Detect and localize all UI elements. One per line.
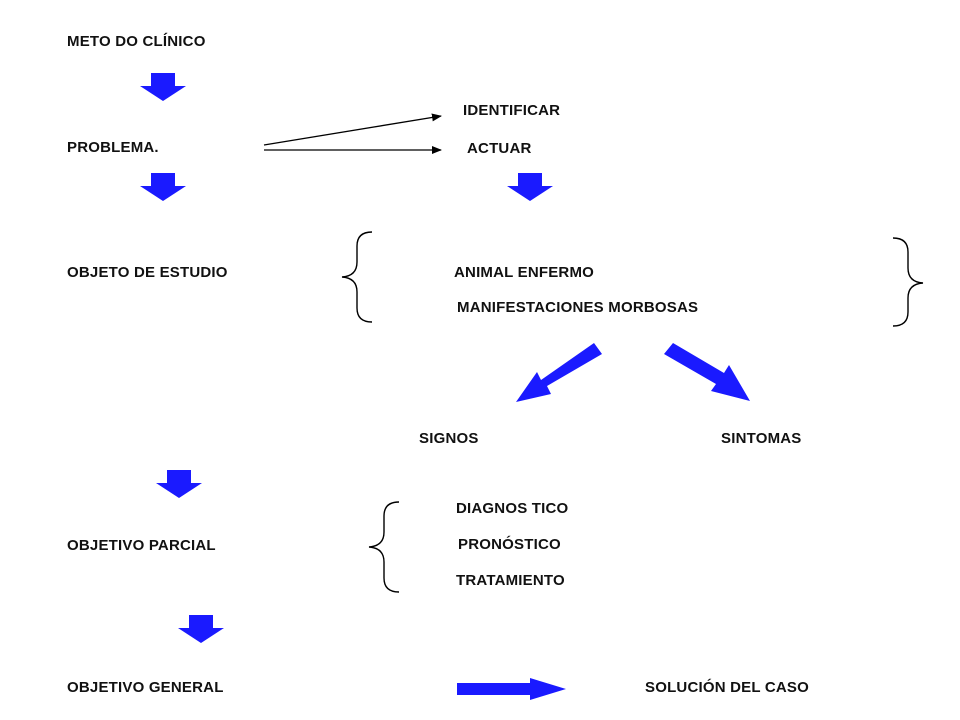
metodo-clinico-label: METO DO CLÍNICO: [67, 33, 206, 50]
right-brace-objeto: [892, 237, 924, 327]
thin-arrow-to-identificar: [263, 113, 442, 146]
left-brace-objetivo-parcial: [368, 501, 400, 593]
tratamiento-label: TRATAMIENTO: [456, 572, 565, 589]
diagonal-arrow-to-signos: [516, 343, 602, 402]
down-arrow-to-objetivo-general: [178, 615, 224, 643]
diagnostico-label: DIAGNOS TICO: [456, 500, 569, 517]
manifestaciones-morbosas-label: MANIFESTACIONES MORBOSAS: [457, 299, 699, 316]
right-arrow-to-solucion: [457, 678, 566, 700]
solucion-del-caso-label: SOLUCIÓN DEL CASO: [645, 679, 809, 696]
objeto-de-estudio-label: OBJETO DE ESTUDIO: [67, 264, 228, 281]
pronostico-label: PRONÓSTICO: [458, 536, 561, 553]
diagonal-arrow-to-sintomas: [664, 343, 750, 401]
animal-enfermo-label: ANIMAL ENFERMO: [454, 264, 595, 281]
down-arrow-actuar: [507, 173, 553, 201]
sintomas-label: SINTOMAS: [721, 430, 802, 447]
objetivo-parcial-label: OBJETIVO PARCIAL: [67, 537, 216, 554]
down-arrow-to-objetivo-parcial: [156, 470, 202, 498]
problema-label: PROBLEMA.: [67, 139, 159, 156]
left-brace-objeto: [341, 231, 373, 323]
signos-label: SIGNOS: [419, 430, 479, 447]
objetivo-general-label: OBJETIVO GENERAL: [67, 679, 224, 696]
down-arrow-problema-to-objeto: [140, 173, 186, 201]
down-arrow-metodo-to-problema: [140, 73, 186, 101]
identificar-label: IDENTIFICAR: [463, 102, 561, 119]
actuar-label: ACTUAR: [467, 140, 532, 157]
